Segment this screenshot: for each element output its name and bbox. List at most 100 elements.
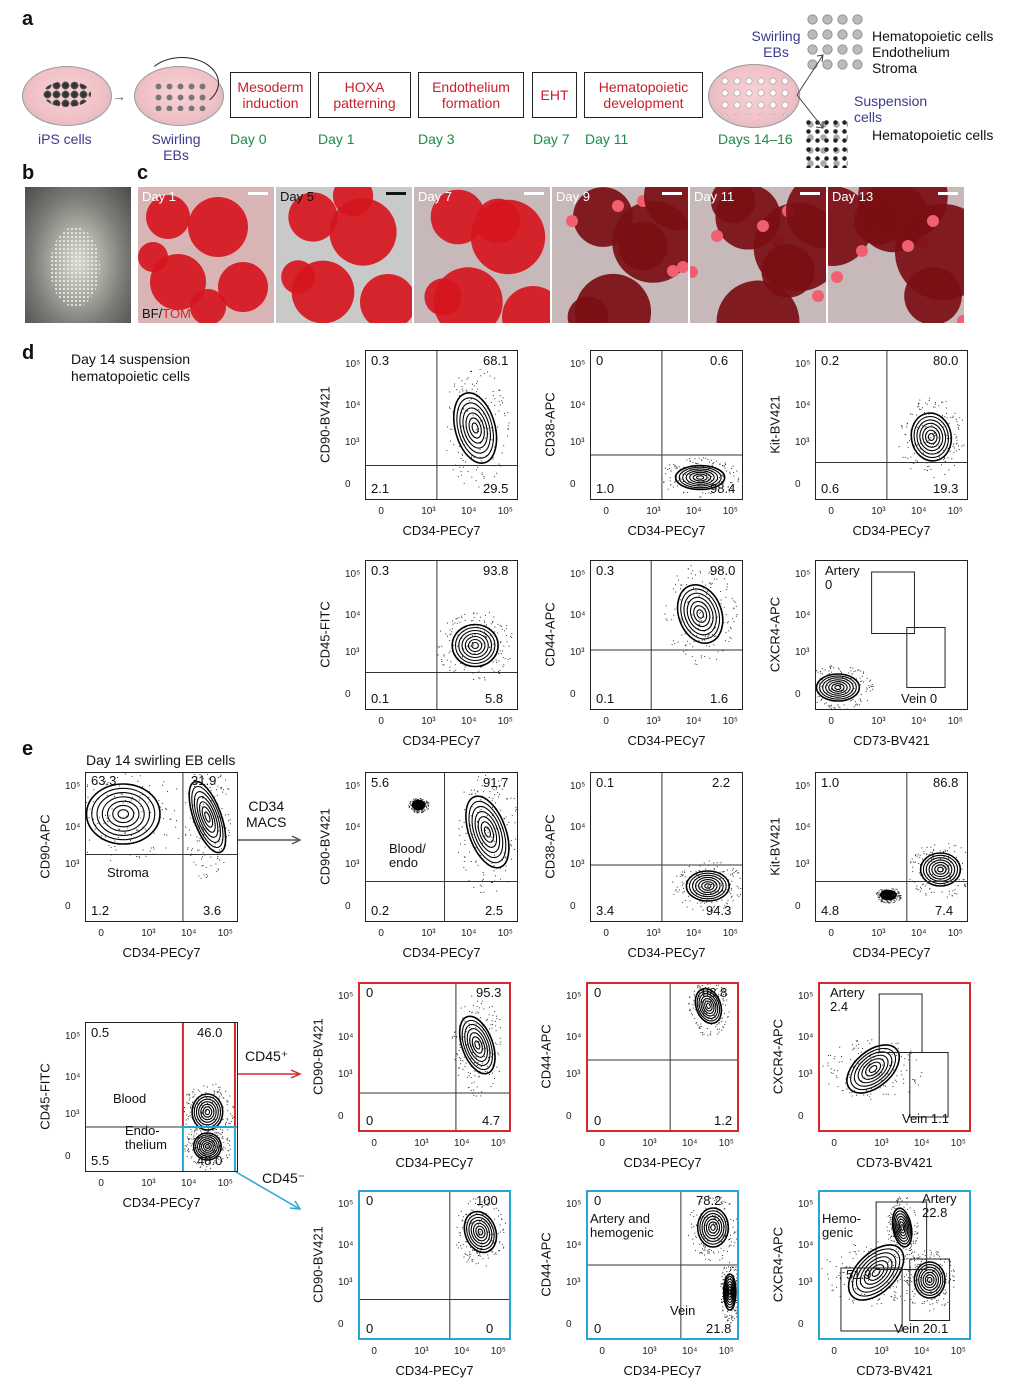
event-dot — [693, 993, 695, 995]
event-dot — [672, 640, 674, 642]
event-dot — [486, 1018, 488, 1020]
event-dot — [667, 488, 669, 490]
event-dot — [494, 626, 496, 628]
event-dot — [851, 1095, 853, 1097]
event-dot — [855, 670, 857, 672]
event-dot — [698, 640, 700, 642]
event-dot — [686, 906, 688, 908]
event-dot — [458, 1067, 460, 1069]
contour — [195, 1134, 220, 1159]
event-dot — [906, 423, 908, 425]
event-dot — [208, 778, 210, 780]
event-dot — [408, 804, 410, 806]
event-dot — [694, 466, 696, 468]
x-tick-label: 10³ — [414, 1346, 429, 1357]
event-dot — [679, 599, 681, 601]
event-dot — [145, 855, 147, 857]
event-dot — [932, 1270, 934, 1272]
event-dot — [494, 854, 495, 856]
y-tick-label: 10⁴ — [798, 1239, 814, 1251]
event-dot — [819, 678, 821, 680]
event-dot — [868, 685, 870, 686]
event-dot — [465, 1213, 467, 1215]
event-dot — [945, 1279, 947, 1281]
event-dot — [421, 811, 423, 813]
event-dot — [219, 1137, 220, 1139]
event-dot — [890, 1212, 892, 1214]
event-dot — [108, 844, 110, 846]
event-dot — [930, 468, 932, 470]
event-dot — [867, 1275, 869, 1277]
gate-value: 0.2 — [371, 903, 390, 918]
event-dot — [488, 1056, 489, 1058]
event-dot — [908, 1235, 910, 1237]
event-dot — [721, 1302, 723, 1303]
event-dot — [483, 1205, 485, 1207]
event-dot — [153, 832, 155, 834]
event-dot — [914, 861, 916, 863]
plot-frame — [818, 1190, 971, 1340]
contour — [701, 1213, 725, 1242]
event-dot — [194, 1094, 196, 1096]
contour — [913, 415, 949, 459]
event-dot — [827, 705, 829, 707]
event-dot — [446, 449, 448, 451]
event-dot — [708, 1249, 710, 1251]
event-dot — [683, 590, 685, 592]
event-dot — [670, 484, 672, 486]
panel-label-b: b — [22, 162, 35, 184]
event-dot — [920, 874, 922, 876]
event-dot — [476, 391, 478, 393]
event-dot — [216, 1132, 218, 1133]
y-tick-label: 0 — [795, 689, 801, 700]
event-dot — [711, 1019, 713, 1020]
day-1: Day 1 — [318, 131, 355, 147]
event-dot — [928, 413, 930, 415]
event-dot — [944, 460, 946, 462]
event-dot — [469, 793, 471, 795]
x-tick-label: 10⁵ — [947, 716, 963, 727]
event-dot — [722, 1279, 724, 1281]
event-dot — [695, 574, 696, 576]
suspension-cell — [667, 265, 679, 277]
event-dot — [487, 1231, 489, 1233]
event-dot — [466, 1044, 468, 1046]
step-hoxa: HOXA patterning — [318, 72, 411, 118]
event-dot — [449, 634, 451, 636]
event-dot — [893, 1291, 895, 1293]
event-dot — [197, 1141, 199, 1143]
event-dot — [701, 1252, 703, 1254]
event-dot — [221, 1160, 223, 1162]
event-dot — [222, 1136, 224, 1138]
gate-value: Vein 20.1 — [894, 1321, 949, 1336]
event-dot — [722, 1296, 723, 1298]
event-dot — [727, 869, 728, 871]
event-dot — [213, 1151, 215, 1153]
event-dot — [716, 1210, 718, 1212]
event-dot — [231, 1115, 233, 1117]
event-dot — [443, 664, 445, 666]
event-dot — [478, 409, 480, 411]
event-dot — [464, 383, 466, 385]
event-dot — [471, 476, 473, 478]
event-dot — [419, 810, 420, 812]
event-dot — [910, 413, 912, 415]
event-dot — [505, 870, 506, 872]
event-dot — [466, 378, 468, 380]
event-dot — [196, 836, 198, 838]
event-dot — [878, 1052, 879, 1054]
event-dot — [201, 1105, 203, 1106]
event-dot — [188, 829, 190, 831]
event-dot — [226, 1100, 228, 1102]
event-dot — [913, 1295, 915, 1297]
event-dot — [913, 1240, 914, 1242]
event-dot — [89, 839, 90, 841]
event-dot — [916, 1265, 918, 1267]
event-dot — [207, 875, 208, 877]
event-dot — [891, 1213, 893, 1215]
micrograph-day: Day 13 — [828, 187, 964, 323]
contour — [937, 866, 944, 873]
event-dot — [944, 416, 946, 418]
event-dot — [478, 1228, 480, 1230]
event-dot — [198, 1137, 200, 1138]
